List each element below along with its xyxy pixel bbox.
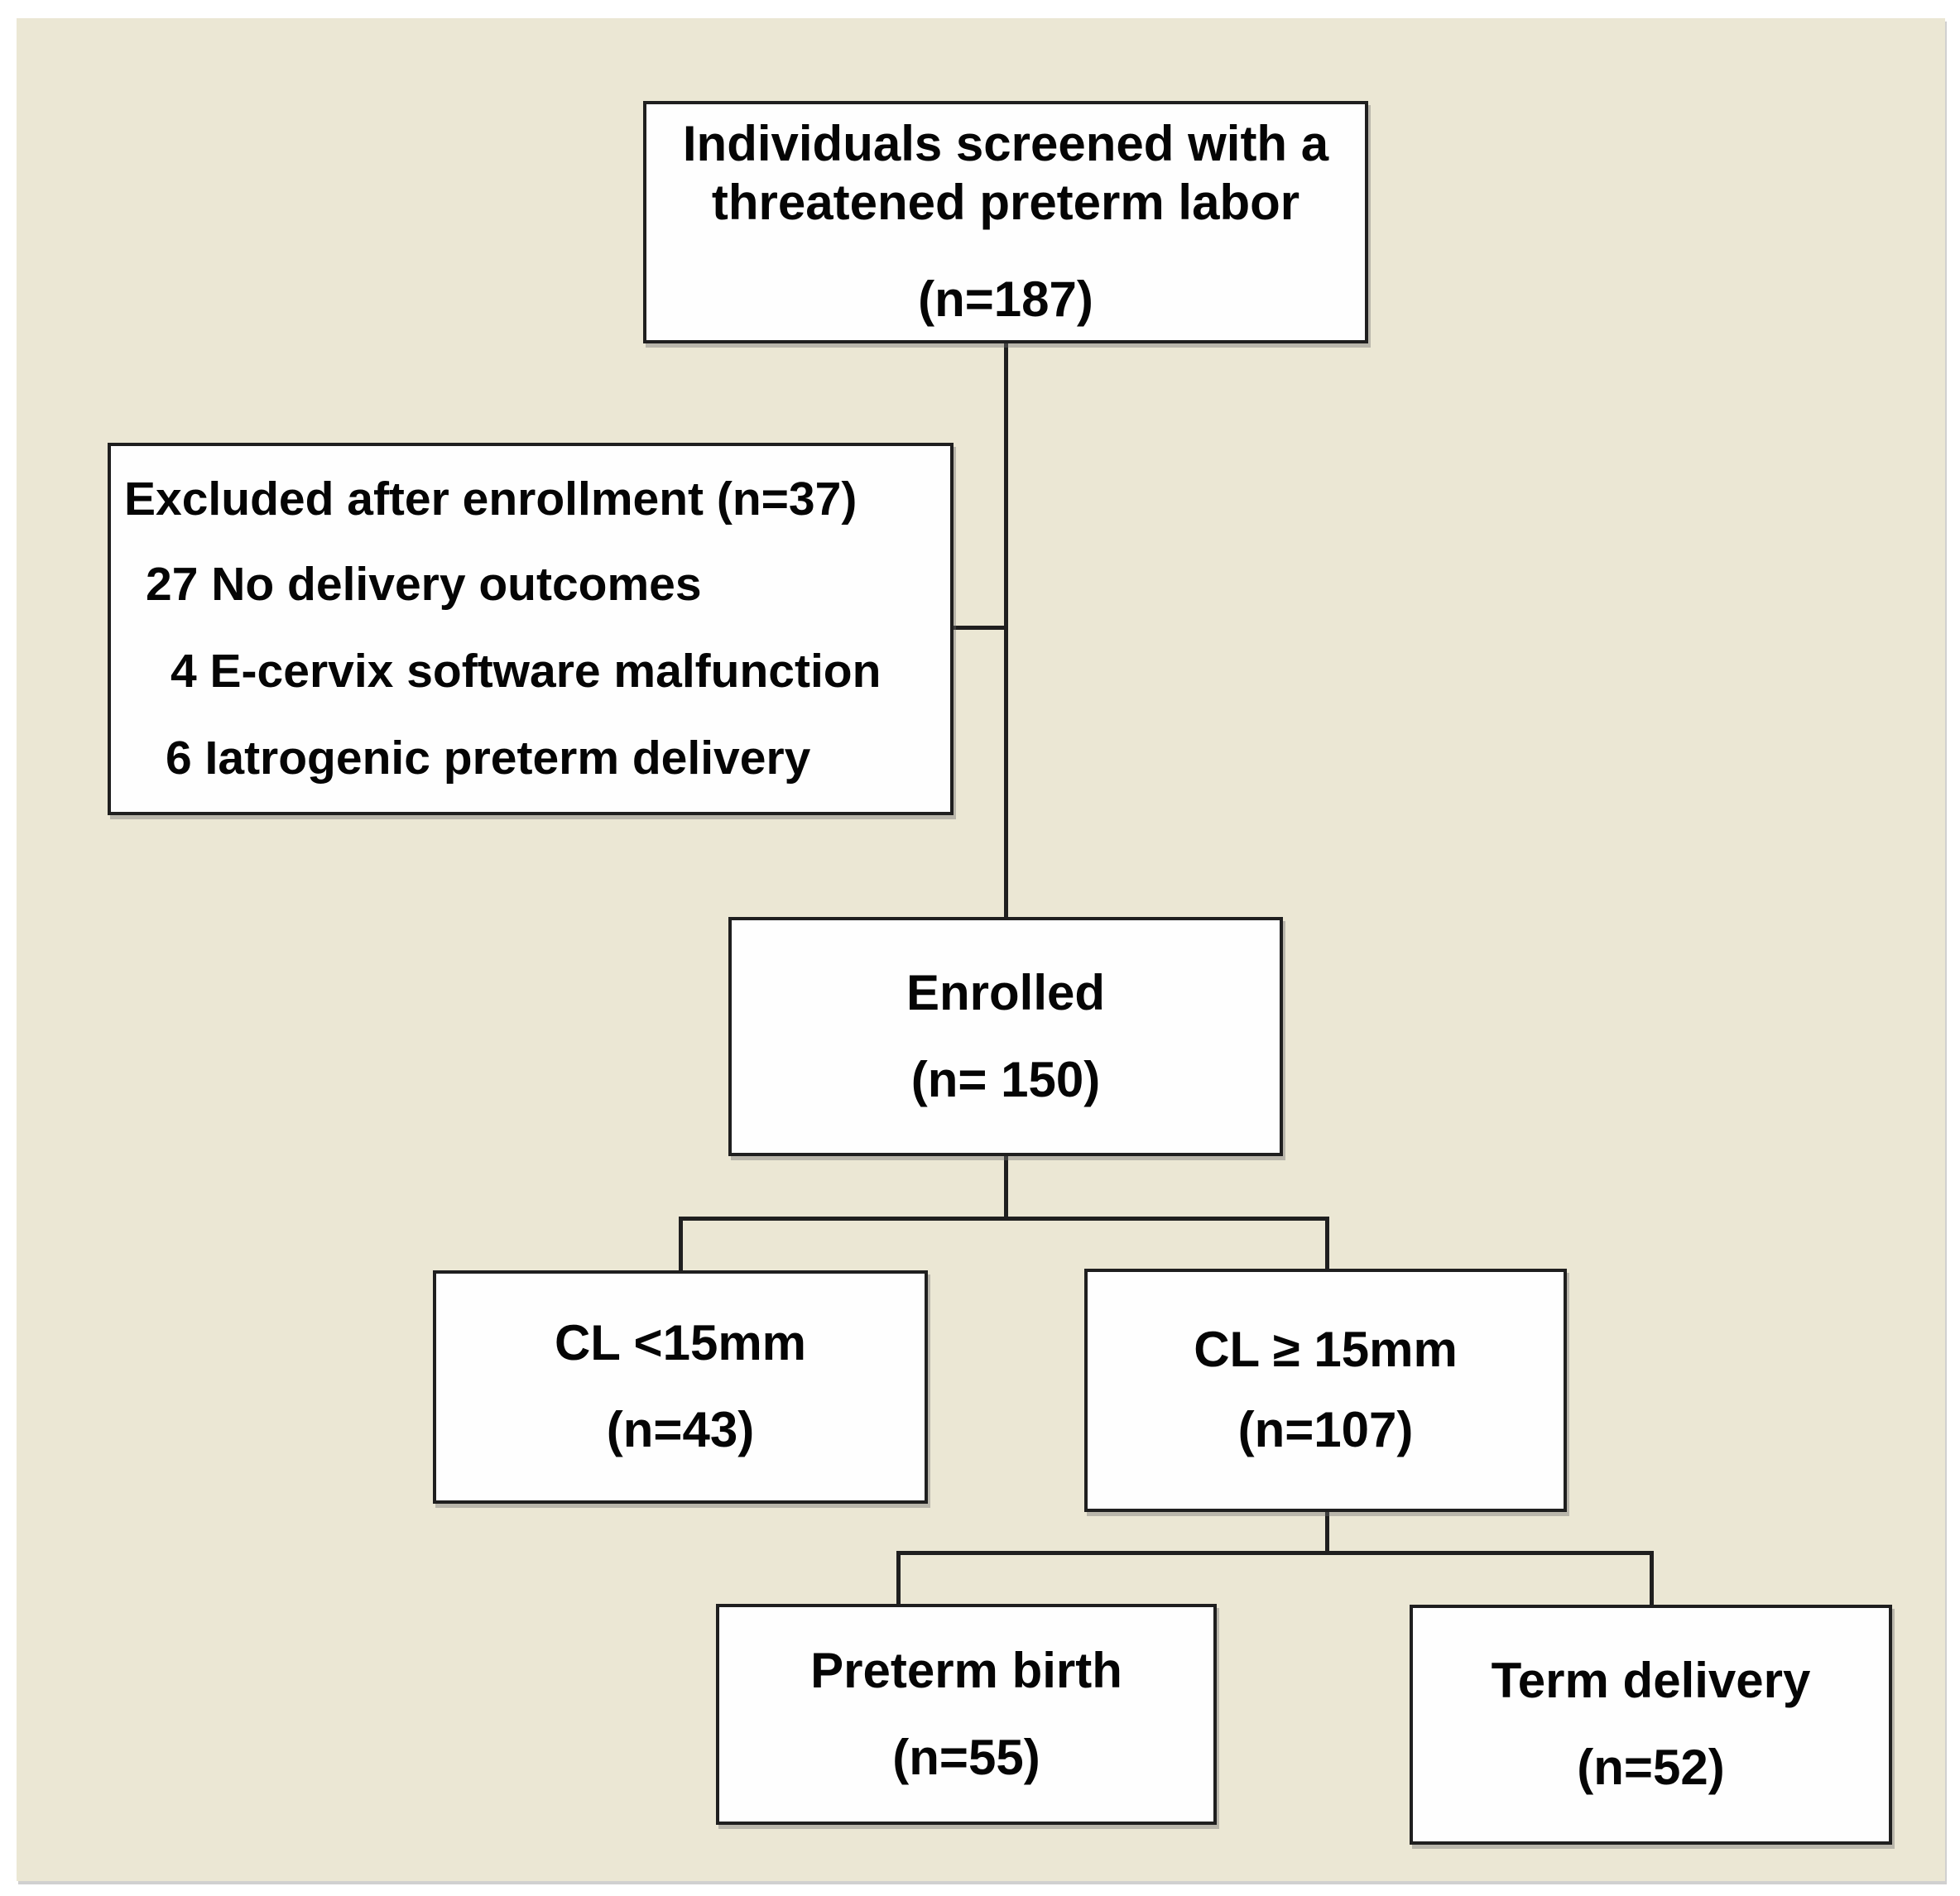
screened-line1: Individuals screened with a	[682, 116, 1329, 172]
excluded-item-3: 6 Iatrogenic preterm delivery	[166, 732, 811, 785]
node-term-delivery: Term delivery (n=52)	[1410, 1605, 1892, 1845]
cl-under-15mm-count: (n=43)	[606, 1402, 755, 1457]
cl-at-least-15mm-label: CL ≥ 15mm	[1194, 1322, 1458, 1378]
enrolled-count: (n= 150)	[910, 1051, 1101, 1107]
node-preterm-birth: Preterm birth (n=55)	[716, 1604, 1217, 1825]
node-cl-at-least-15mm: CL ≥ 15mm (n=107)	[1084, 1269, 1567, 1512]
excluded-item-1: 27 No delivery outcomes	[146, 557, 702, 611]
term-delivery-label: Term delivery	[1491, 1653, 1811, 1709]
connector-branch2-right-stub	[1650, 1551, 1654, 1605]
node-enrolled: Enrolled (n= 150)	[728, 917, 1283, 1156]
node-excluded: Excluded after enrollment (n=37) 27 No d…	[108, 443, 954, 815]
connector-branch1-right-stub	[1325, 1217, 1329, 1269]
excluded-title: Excluded after enrollment (n=37)	[124, 472, 858, 526]
cl-under-15mm-label: CL <15mm	[554, 1315, 807, 1371]
preterm-birth-count: (n=55)	[892, 1729, 1040, 1785]
connector-cl-long-stub	[1325, 1512, 1329, 1555]
connector-branch2-horizontal	[896, 1551, 1654, 1555]
term-delivery-count: (n=52)	[1577, 1740, 1725, 1795]
connector-enrolled-stub	[1004, 1156, 1008, 1220]
node-screened: Individuals screened with a threatened p…	[643, 101, 1368, 343]
connector-branch1-horizontal	[679, 1217, 1329, 1221]
connector-branch2-left-stub	[896, 1551, 901, 1604]
node-cl-under-15mm: CL <15mm (n=43)	[433, 1270, 928, 1504]
screened-count: (n=187)	[918, 271, 1093, 327]
connector-excluded-branch	[954, 626, 1006, 630]
cl-at-least-15mm-count: (n=107)	[1237, 1402, 1414, 1457]
connector-branch1-left-stub	[679, 1217, 683, 1270]
preterm-birth-label: Preterm birth	[810, 1642, 1122, 1698]
screened-line2: threatened preterm labor	[711, 175, 1300, 231]
connector-screened-to-enrolled	[1004, 343, 1008, 917]
excluded-item-2: 4 E-cervix software malfunction	[171, 645, 882, 698]
enrolled-label: Enrolled	[906, 964, 1106, 1020]
